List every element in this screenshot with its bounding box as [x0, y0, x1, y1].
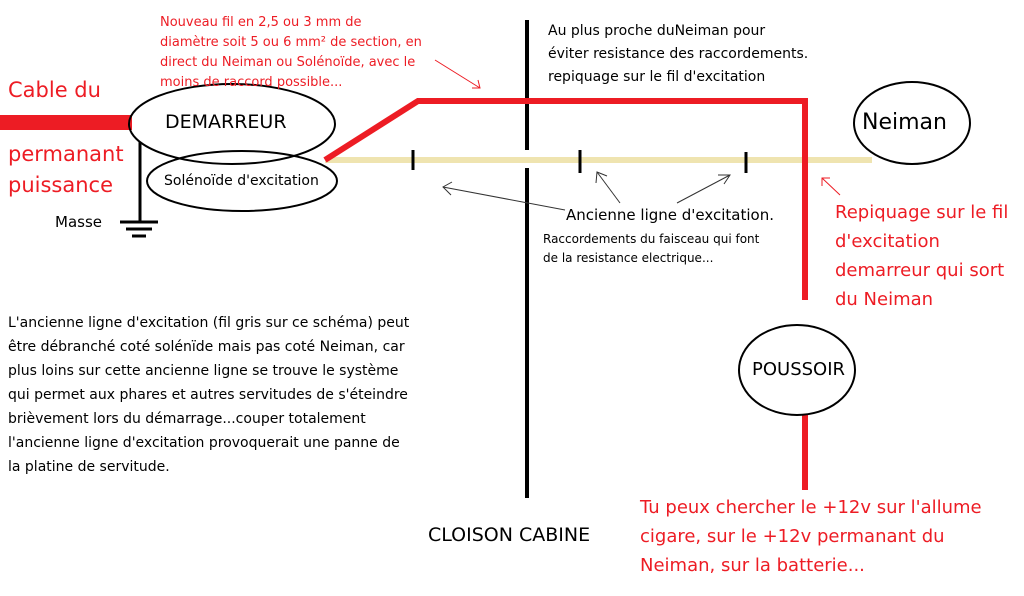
cable-label-3: puissance [8, 173, 113, 197]
power-cable [0, 115, 132, 130]
demarreur-ellipse [128, 83, 336, 165]
demarreur-label: DEMARREUR [165, 111, 287, 133]
neiman-ellipse [853, 81, 971, 165]
solenoide-ellipse [146, 150, 338, 212]
note-line: d'excitation [835, 231, 940, 252]
note-line: Neiman, sur la batterie... [640, 555, 865, 576]
note-line: plus loins sur cette ancienne ligne se t… [8, 363, 399, 379]
new-wire [323, 98, 808, 300]
ground-icon [120, 220, 158, 238]
note-line: Nouveau fil en 2,5 ou 3 mm de [160, 15, 362, 30]
note-line: cigare, sur le +12v permanant du [640, 526, 945, 547]
cable-label-2: permanant [8, 142, 124, 166]
red-arrow-icon [434, 59, 841, 196]
note-line: qui permet aux phares et autres servitud… [8, 387, 408, 403]
note-ancienne-ligne-detail: Raccordements du faisceau qui font de la… [543, 230, 759, 268]
note-nouveau-fil: Nouveau fil en 2,5 ou 3 mm de diamètre s… [160, 13, 422, 93]
note-repiquage: Repiquage sur le fil d'excitation demarr… [835, 198, 1008, 314]
note-line: Raccordements du faisceau qui font [543, 232, 760, 246]
note-line: demarreur qui sort [835, 260, 1005, 281]
note-line: brièvement lors du démarrage...couper to… [8, 411, 366, 427]
note-line: la platine de servitude. [8, 459, 170, 475]
note-line: Au plus proche duNeiman pour [548, 23, 766, 39]
note-au-plus-proche: Au plus proche duNeiman pour éviter resi… [548, 20, 808, 89]
note-line: être débranché coté solénïde mais pas co… [8, 339, 405, 355]
note-line: Tu peux chercher le +12v sur l'allume [640, 497, 982, 518]
poussoir-label: POUSSOIR [752, 359, 846, 380]
note-line: Repiquage sur le fil [835, 202, 1009, 223]
note-line: repiquage sur le fil d'excitation [548, 69, 766, 85]
poussoir-ellipse [738, 324, 856, 416]
masse-label: Masse [55, 213, 102, 231]
cable-label-1: Cable du [8, 78, 101, 102]
note-line: diamètre soit 5 ou 6 mm² de section, en [160, 35, 422, 50]
note-line: l'ancienne ligne d'excitation provoquera… [8, 435, 400, 451]
note-line: moins de raccord possible... [160, 75, 343, 90]
solenoide-label: Solénoïde d'excitation [164, 173, 319, 189]
note-line: L'ancienne ligne d'excitation (fil gris … [8, 315, 410, 331]
connection-ticks [411, 150, 748, 173]
note-line: direct du Neiman ou Solénoïde, avec le [160, 55, 416, 70]
cloison-label: CLOISON CABINE [428, 524, 591, 546]
note-line: du Neiman [835, 289, 934, 310]
note-line: éviter resistance des raccordements. [548, 46, 809, 62]
note-line: de la resistance electrique... [543, 251, 714, 265]
arrow-icon [442, 171, 731, 211]
note-explication: L'ancienne ligne d'excitation (fil gris … [8, 311, 409, 479]
note-plus12v: Tu peux chercher le +12v sur l'allume ci… [640, 493, 982, 580]
neiman-label: Neiman [862, 110, 947, 135]
note-ancienne-ligne-title: Ancienne ligne d'excitation. [566, 206, 774, 224]
